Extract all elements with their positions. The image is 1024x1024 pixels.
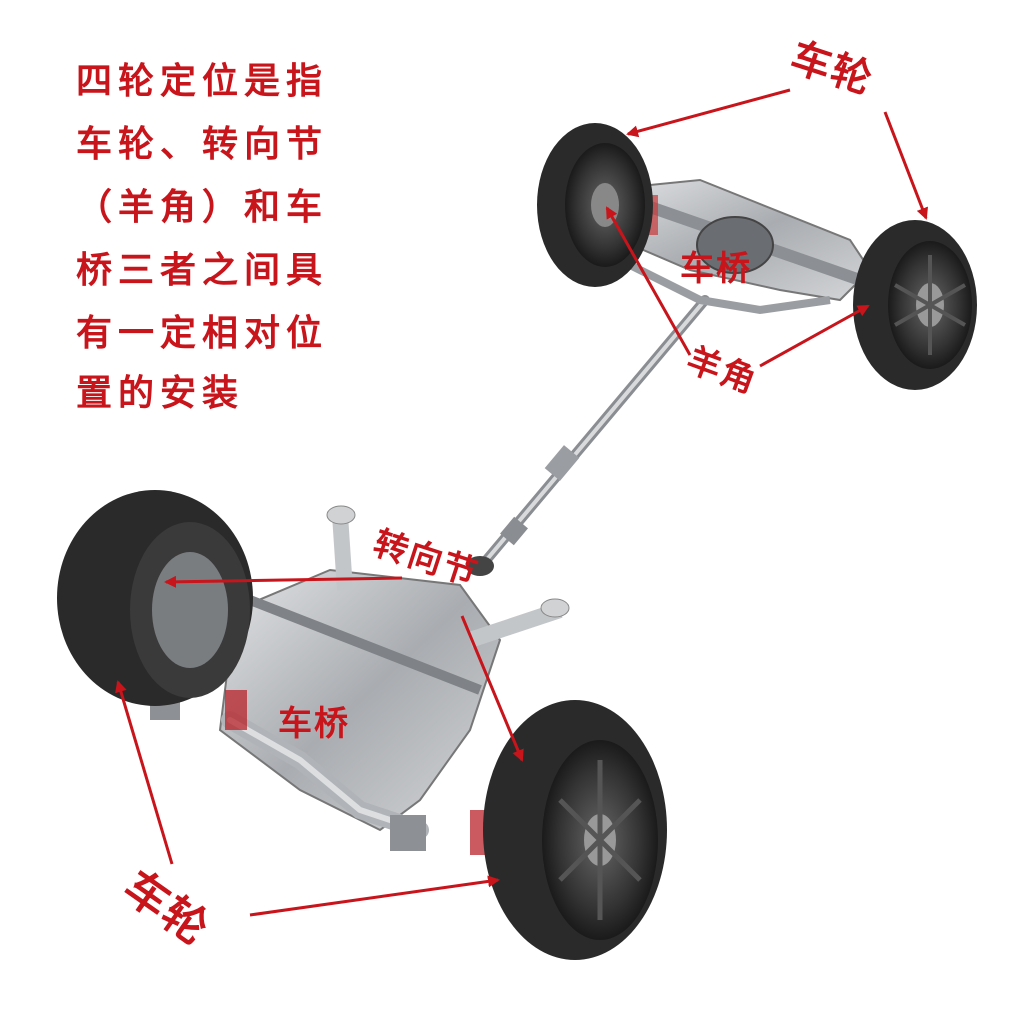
arrow-wheel-bottom-to-front-left — [115, 680, 174, 865]
description-line-5: 有一定相对位 — [76, 313, 329, 354]
arrow-wheel-top-to-rear-right — [883, 111, 928, 220]
description-line-1: 四轮定位是指 — [76, 61, 329, 102]
description-line-2: 车轮、转向节 — [76, 124, 329, 165]
arrow-knuckle-front-left — [164, 575, 403, 588]
wheel-front-left — [57, 490, 253, 706]
description-line-3: （羊角）和车 — [76, 187, 329, 228]
drive-shaft — [466, 295, 710, 576]
arrow-wheel-top-to-rear-left — [626, 88, 791, 138]
label-axle-rear: 车桥 — [680, 249, 752, 289]
wheel-rear-left — [537, 123, 653, 287]
arrow-knuckle-front-right — [460, 615, 524, 762]
arrow-wheel-bottom-to-front-right — [249, 875, 500, 917]
arrow-knuckle-rear-right — [759, 304, 870, 368]
arrow-knuckle-rear-left — [605, 206, 692, 356]
description-line-4: 桥三者之间具 — [76, 250, 329, 291]
annotation-arrows — [115, 88, 928, 917]
front-subframe — [150, 505, 570, 855]
wheel-front-right — [483, 700, 667, 960]
wheel-rear-right — [853, 220, 977, 390]
label-axle-front: 车桥 — [278, 704, 350, 744]
description-line-6: 置的安装 — [76, 373, 245, 414]
